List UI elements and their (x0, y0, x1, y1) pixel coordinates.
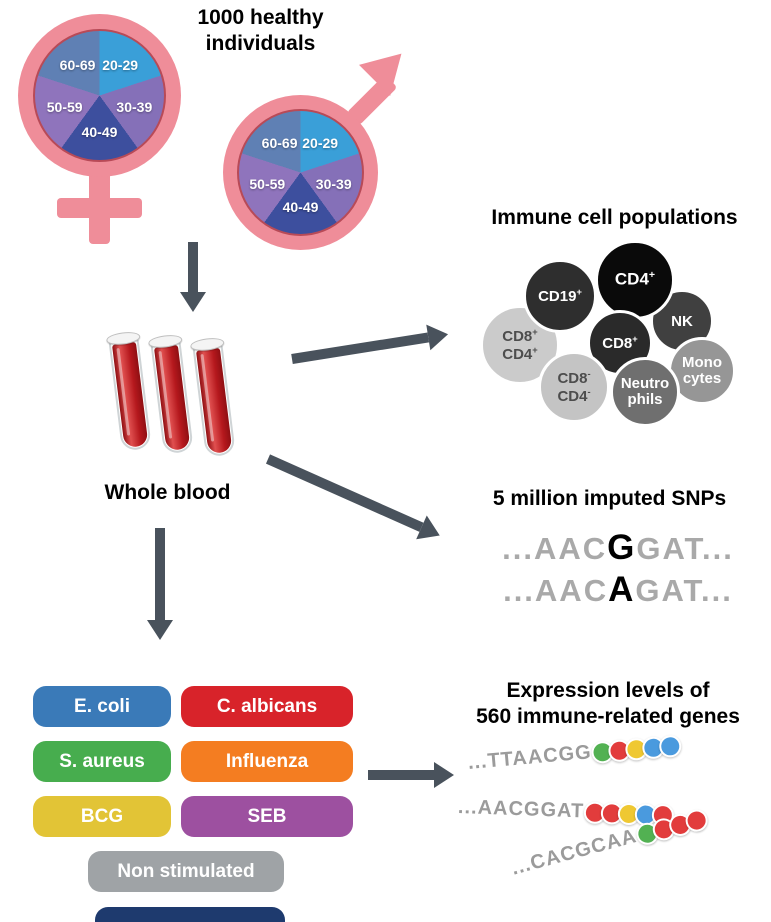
pie-segment-label: 60-69 (59, 56, 96, 73)
cell-label: CD4+ (502, 345, 538, 363)
female-symbol-crossbar (57, 198, 142, 218)
cell-label: cytes (682, 370, 722, 387)
arrow-head (434, 762, 454, 788)
pie-segment-label: 40-49 (81, 123, 118, 140)
pie-segment-label: 20-29 (302, 134, 339, 151)
arrow-head (147, 620, 173, 640)
stimulus-bcg: BCG (33, 796, 171, 837)
stimulus-e-coli: E. coli (33, 686, 171, 727)
gene-sequence: ...AACGGAT (457, 796, 585, 823)
arrow-shaft (291, 332, 430, 364)
cell-label: phils (627, 391, 663, 408)
cell-label: CD4+ (614, 269, 656, 289)
snp-allele: G (607, 528, 637, 567)
cell-label: CD8+ (502, 326, 538, 345)
arrow-shaft (265, 454, 424, 532)
blood-tube (147, 333, 195, 456)
arrow-head (416, 515, 446, 548)
cell-cd4: CD4+ (595, 240, 675, 320)
immune-populations-title: Immune cell populations (491, 206, 738, 229)
arrow-shaft (155, 528, 165, 620)
expression-bead (658, 733, 683, 758)
cell-label: CD8- (557, 368, 591, 387)
stimulus-influenza: Influenza (181, 741, 353, 782)
pie-segment-label: 60-69 (261, 134, 298, 151)
snp-allele: A (608, 570, 636, 609)
stimulus-non-stimulated: Non stimulated (88, 851, 284, 892)
female-symbol-ring: 20-29 30-39 40-49 50-59 60-69 (18, 14, 181, 177)
male-age-pie-chart: 20-29 30-39 40-49 50-59 60-69 (237, 109, 364, 236)
pie-segment-label: 40-49 (282, 198, 319, 215)
snp-sequence-2: ...AACAGAT... (458, 570, 771, 610)
sequence-prefix: ...AAC (502, 531, 608, 566)
sequence-suffix: GAT... (636, 531, 734, 566)
sequence-suffix: GAT... (635, 573, 733, 608)
stimulus-seb: SEB (181, 796, 353, 837)
female-age-pie-chart: 20-29 30-39 40-49 50-59 60-69 (33, 29, 166, 162)
arrow-blood-to-stimuli (147, 528, 173, 640)
cropped-pill (95, 907, 285, 922)
sequence-prefix: ...AAC (503, 573, 609, 608)
pie-segment-label: 50-59 (46, 99, 83, 116)
arrow-blood-to-snps (263, 447, 446, 548)
cohort-title: 1000 healthy individuals (197, 6, 324, 56)
blood-tube (105, 330, 153, 453)
whole-blood-label: Whole blood (104, 481, 231, 504)
expression-row-1: ...TTAACGG (466, 733, 683, 775)
blood-tube (189, 336, 237, 459)
arrow-stimuli-to-expression (368, 762, 454, 788)
cell-label: CD4- (557, 387, 591, 405)
arrow-shaft (188, 242, 198, 292)
arrow-blood-to-cells (290, 321, 451, 371)
pie-segment-label: 20-29 (102, 56, 139, 73)
cell-cd8-cd4-double-negative: CD8- CD4- (538, 351, 610, 423)
arrow-head (426, 321, 451, 351)
gene-sequence: ...TTAACGG (466, 741, 593, 774)
pie-segment-label: 30-39 (116, 99, 153, 116)
cell-label: Mono (682, 353, 722, 371)
male-symbol-ring: 20-29 30-39 40-49 50-59 60-69 (223, 95, 378, 250)
stimulus-c-albicans: C. albicans (181, 686, 353, 727)
cell-monocytes: Mono cytes (668, 337, 736, 405)
expression-title: Expression levels of 560 immune-related … (476, 679, 740, 729)
pie-segment-label: 50-59 (249, 175, 286, 192)
arrow-shaft (368, 770, 434, 780)
cell-label: CD8+ (602, 333, 638, 352)
arrow-head (180, 292, 206, 312)
cell-cd19: CD19+ (523, 259, 597, 333)
cell-label: Neutro (620, 374, 670, 392)
snp-sequence-1: ...AACGGAT... (458, 528, 771, 568)
cell-label: NK (671, 312, 693, 330)
male-symbol-arrowhead (359, 38, 417, 96)
arrow-cohort-to-blood (180, 242, 206, 312)
stimulus-s-aureus: S. aureus (33, 741, 171, 782)
cell-label: CD19+ (538, 286, 582, 305)
snps-title: 5 million imputed SNPs (492, 487, 727, 510)
gene-sequence: ...CACGCAA (509, 825, 640, 880)
pie-segment-label: 30-39 (315, 175, 352, 192)
cell-neutrophils: Neutro phils (610, 357, 680, 427)
